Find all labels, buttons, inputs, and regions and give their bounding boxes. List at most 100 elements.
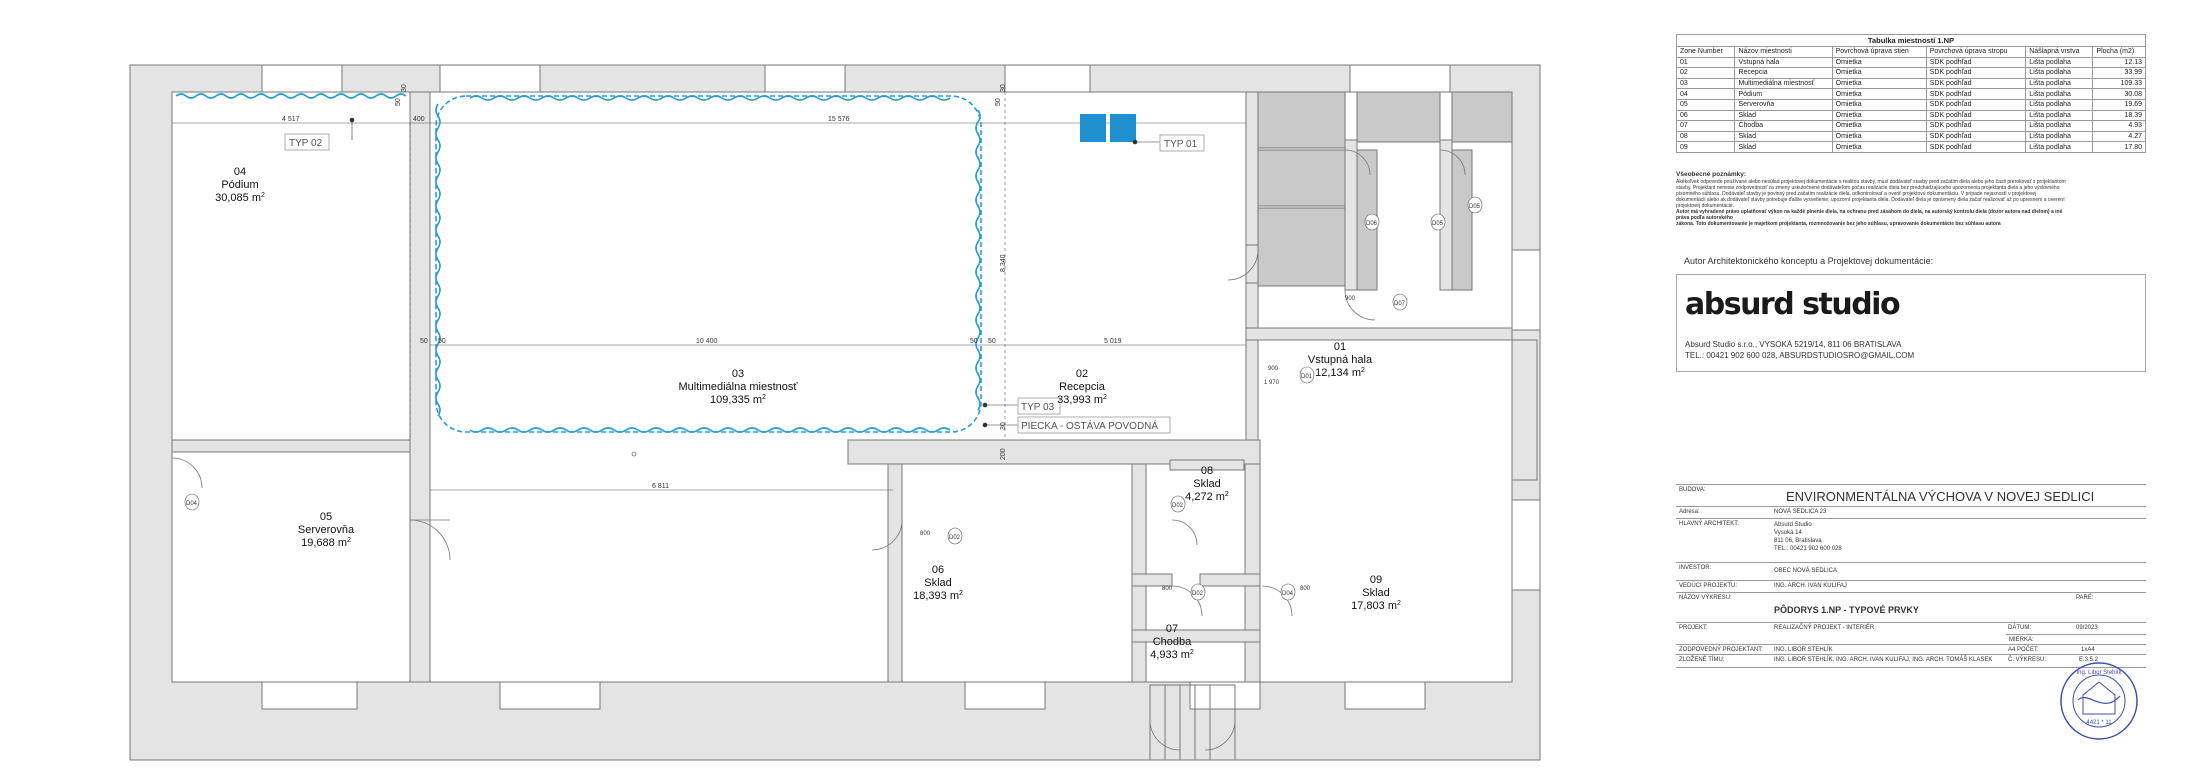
dim-200: 200 — [1000, 448, 1007, 460]
room-table-header: Plocha (m2) — [2092, 46, 2146, 58]
room-table-cell: Pódium — [1734, 88, 1833, 100]
room-02-num: 02 — [1076, 368, 1088, 380]
room-table-cell: Lišta podlaha — [2025, 77, 2094, 90]
room-table-cell: Omietka — [1831, 130, 1927, 143]
room-table-cell: Sklad — [1734, 130, 1833, 143]
dim-4517: 4 517 — [282, 116, 300, 123]
room-table-cell: SDK podhľad — [1925, 109, 2027, 122]
author-title: Autor Architektonického konceptu a Proje… — [1684, 256, 1934, 266]
door-d02b: D02 — [1172, 503, 1184, 509]
door-h1970: 1 970 — [1264, 380, 1280, 386]
tb-investor-value: OBEC NOVÁ SEDLICA — [1774, 568, 1838, 574]
dimension-lines — [172, 92, 1246, 491]
room-table-cell: 06 — [1675, 109, 1736, 122]
dim-30top2: 30 — [1000, 84, 1007, 92]
tb-cv-value: E.3.5.2 — [2079, 657, 2099, 663]
room-table-cell: 07 — [1675, 120, 1736, 132]
room-table-cell: Lišta podlaha — [2025, 56, 2094, 69]
door-d04b: D04 — [1282, 591, 1294, 597]
windows-top — [261, 64, 1541, 710]
room-table-cell: 4.93 — [2092, 120, 2146, 132]
tb-architekt: HLAVNÝ ARCHITEKT: Absurd Studio Vysoká 1… — [1676, 518, 2146, 563]
room-04-name: Pódium — [221, 179, 258, 191]
room-table-cell: Omietka — [1831, 98, 1927, 111]
room-table-cell: Omietka — [1831, 77, 1927, 90]
room-table-cell: Omietka — [1831, 56, 1927, 69]
room-table-cell: 01 — [1675, 56, 1736, 69]
room-02-name: Recepcia — [1059, 381, 1106, 393]
door-w900b: 900 — [1345, 296, 1356, 302]
dim-10400: 10 400 — [696, 338, 718, 345]
tb-zlozenie-label: ZLOŽENÉ TÍMU: — [1679, 657, 1725, 663]
room-table-header: Povrchová úprava stien — [1831, 46, 1927, 58]
title-block: BUDOVA: ENVIRONMENTÁLNA VÝCHOVA V NOVEJ … — [1676, 484, 2146, 727]
door-d02a: D02 — [949, 535, 961, 541]
tb-architekt-value: Absurd Studio Vysoká 14 811 06, Bratisla… — [1774, 521, 1842, 553]
dim-50top: 50 — [395, 98, 402, 106]
service-cubicles — [1257, 91, 1513, 291]
door-d01: D01 — [1301, 374, 1313, 380]
tb-adresa-value: NOVÁ SEDLICA 23 — [1774, 509, 1827, 515]
room-08-num: 08 — [1201, 465, 1213, 477]
tb-architekt-line2: Vysoká 14 — [1774, 530, 1802, 536]
door-d04: D04 — [186, 501, 198, 507]
tb-zlozenie: ZLOŽENÉ TÍMU: ING. LIBOR STEHLÍK, ING. A… — [1676, 654, 2146, 668]
tb-projekt-value: REALIZAČNÝ PROJEKT - INTERIÉR — [1774, 625, 1875, 631]
notes-title: Všeobecné poznámky: — [1676, 171, 1747, 178]
tb-zodp: ZODPOVEDNÝ PROJEKTANT: ING. LIBOR STEHLÍ… — [1676, 644, 2146, 655]
tb-nazov-value: PÔDORYS 1.NP - TYPOVÉ PRVKY — [1774, 605, 1919, 615]
room-table-cell: Serverovňa — [1734, 98, 1833, 111]
author-address-line2: TEL.: 00421 902 600 028, ABSURDSTUDIOSRO… — [1685, 351, 1915, 360]
tag-piecka: PIECKA - OSTÁVA POVODNÁ — [1021, 419, 1158, 432]
room-table-cell: SDK podhľad — [1925, 120, 2027, 132]
notes-body: Akékoľvek odpovede používané alebo nesúl… — [1676, 179, 2066, 209]
door-w800c: 800 — [1300, 586, 1311, 592]
room-table-header-row: Zone Number Názov miestnosti Povrchová ú… — [1675, 46, 2146, 58]
room-table-cell: Chodba — [1734, 120, 1833, 132]
tb-mierka-label: MIERKA: — [2009, 637, 2034, 643]
author-address: Absurd Studio s.r.o., VYSOKÁ 5219/14, 81… — [1685, 339, 1914, 361]
room-table-cell: 4.27 — [2092, 130, 2146, 143]
room-table-cell: 05 — [1675, 98, 1736, 111]
room-06-num: 06 — [932, 564, 944, 576]
door-w800: 800 — [920, 531, 931, 537]
dim-50d: 50 — [988, 338, 996, 345]
room-table-cell: Lišta podlaha — [2025, 120, 2094, 132]
room-table-cell: 17.80 — [2092, 141, 2146, 153]
room-table-cell: Multimediálna miestnosť — [1734, 77, 1833, 90]
room-04-area: 30,085 m2 — [215, 192, 265, 204]
room-table-cell: 03 — [1675, 77, 1736, 90]
tb-projekt: PROJEKT: REALIZAČNÝ PROJEKT - INTERIÉR D… — [1676, 622, 2146, 635]
room-01-num: 01 — [1334, 341, 1346, 353]
room-table-cell: 08 — [1675, 130, 1736, 143]
room-table-cell: Lišta podlaha — [2025, 109, 2094, 122]
tb-architekt-label: HLAVNÝ ARCHITEKT: — [1679, 521, 1739, 527]
door-markers — [184, 196, 1483, 601]
room-02-area: 33,993 m2 — [1057, 394, 1107, 406]
room-05-area: 19,688 m2 — [301, 537, 351, 549]
room-09-area: 17,803 m2 — [1351, 600, 1401, 612]
room-table-cell: Omietka — [1831, 120, 1927, 132]
room-table-cell: SDK podhľad — [1925, 67, 2027, 79]
room-table-cell: SDK podhľad — [1925, 88, 2027, 100]
room-07-num: 07 — [1166, 623, 1178, 635]
room-table-cell: Omietka — [1831, 67, 1927, 79]
room-table-cell: 30.08 — [2092, 88, 2146, 100]
door-d05a: D05 — [1432, 221, 1444, 227]
room-table-cell: SDK podhľad — [1925, 56, 2027, 69]
room-table-cell: Lišta podlaha — [2025, 130, 2094, 143]
tb-pare-label: PARÉ: — [2076, 595, 2094, 601]
door-swings — [171, 149, 1466, 751]
room-table-header: Zone Number — [1675, 46, 1736, 58]
tb-budova-label: BUDOVA: — [1679, 487, 1706, 493]
room-04-num: 04 — [234, 166, 246, 178]
room-table-cell: Lišta podlaha — [2025, 88, 2094, 100]
door-d06: D06 — [1366, 221, 1378, 227]
tb-projekt-label: PROJEKT: — [1679, 625, 1708, 631]
room-table-cell: Lišta podlaha — [2025, 67, 2094, 79]
room-table-header: Nášlapná vrstva — [2025, 46, 2094, 58]
